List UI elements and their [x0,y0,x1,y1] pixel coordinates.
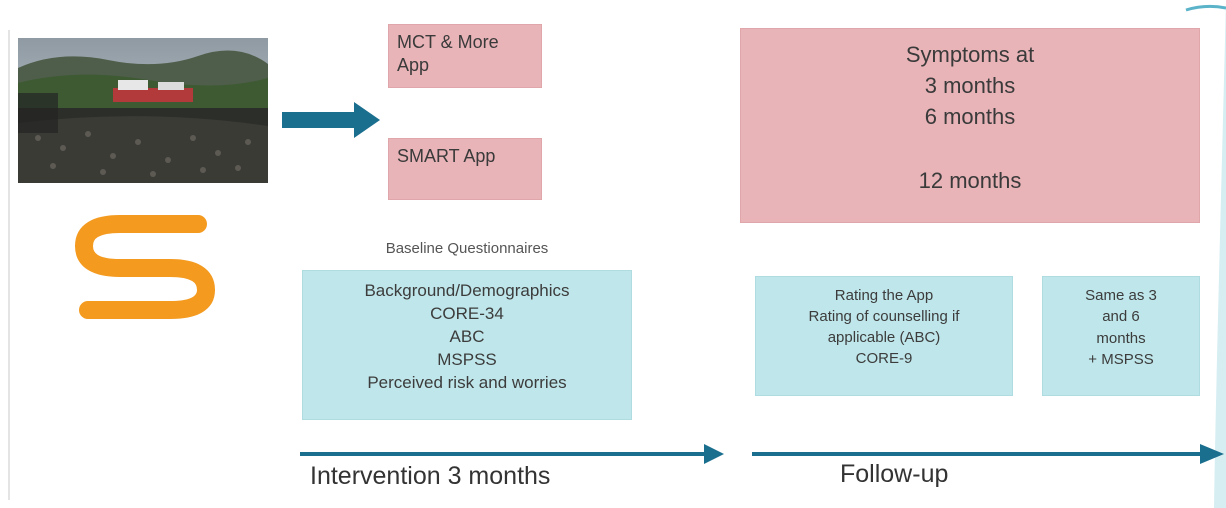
followup-item: applicable (ABC) [827,329,941,346]
followup-12-item: Same as 3 [1085,287,1157,304]
followup-12-item: + MSPSS [1088,350,1154,368]
followup-rating-box: Rating the App Rating of counselling if … [755,276,1013,396]
timeline-arrows [300,444,1224,464]
s-logo [75,215,215,319]
festival-photo [18,38,268,183]
followup-12-item: months [1096,329,1146,347]
phase-label-followup: Follow-up [840,460,949,488]
phase-label-intervention: Intervention 3 months [310,462,551,490]
symptoms-3-months: 3 months [924,73,1016,99]
decorative-swoosh [1185,0,1226,508]
followup-item: Rating of counselling if [808,308,960,325]
baseline-title: Baseline Questionnaires [385,240,549,257]
left-divider [8,30,10,500]
baseline-item: Perceived risk and worries [367,373,567,393]
baseline-box: Background/Demographics CORE-34 ABC MSPS… [302,270,632,420]
app-box-mct: MCT & More App [388,24,542,88]
symptoms-title: Symptoms at [905,42,1035,67]
baseline-item: ABC [449,327,485,347]
symptoms-box: Symptoms at 3 months 6 months 12 months [740,28,1200,223]
app-label-smart: SMART App [397,146,496,166]
followup-item: Rating the App [834,287,934,304]
intervention-timeline-arrow [300,444,724,464]
baseline-item: Background/Demographics [364,281,570,300]
symptoms-6-months: 6 months [924,104,1016,130]
intervention-arrow [282,102,380,138]
followup-12-box: Same as 3 and 6 months + MSPSS [1042,276,1200,396]
app-box-smart: SMART App [388,138,542,200]
baseline-item: CORE-34 [430,304,504,324]
followup-12-item: and 6 [1102,308,1140,326]
baseline-item: MSPSS [437,350,497,370]
followup-timeline-arrow [752,444,1224,464]
followup-item: CORE-9 [855,350,913,367]
app-label-mct: MCT & More App [397,32,499,76]
symptoms-12-months: 12 months [918,167,1022,193]
